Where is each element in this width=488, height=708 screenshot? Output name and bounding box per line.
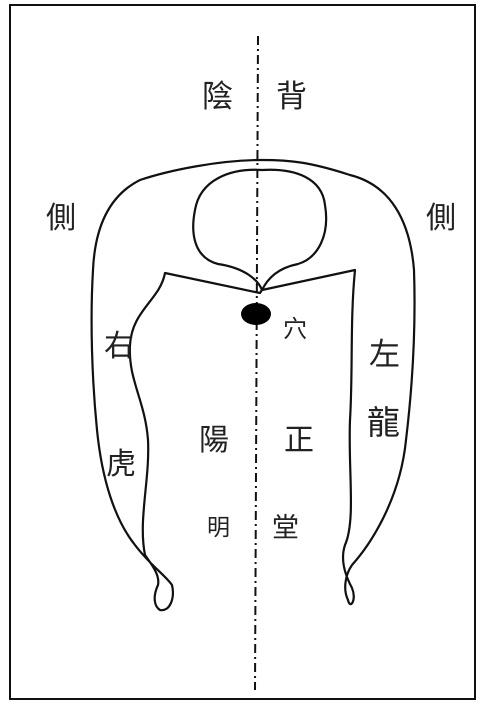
label-xue: 穴 xyxy=(283,317,307,341)
label-tang: 堂 xyxy=(272,515,299,542)
mountain-outline xyxy=(92,160,415,610)
back-mountain-outline xyxy=(193,170,326,290)
label-ming: 明 xyxy=(207,517,230,540)
label-back: 背 xyxy=(276,82,307,113)
label-long: 龍 xyxy=(367,406,400,439)
label-side-left: 側 xyxy=(46,204,76,234)
label-yin: 陰 xyxy=(202,82,233,113)
label-you: 右 xyxy=(104,332,134,362)
label-side-right: 側 xyxy=(426,204,456,234)
label-zheng: 正 xyxy=(284,426,314,456)
label-hu: 虎 xyxy=(106,450,136,480)
central-axis-line xyxy=(255,36,258,690)
label-zuo: 左 xyxy=(369,340,400,371)
xue-point xyxy=(241,303,271,325)
label-yang: 陽 xyxy=(199,426,229,456)
